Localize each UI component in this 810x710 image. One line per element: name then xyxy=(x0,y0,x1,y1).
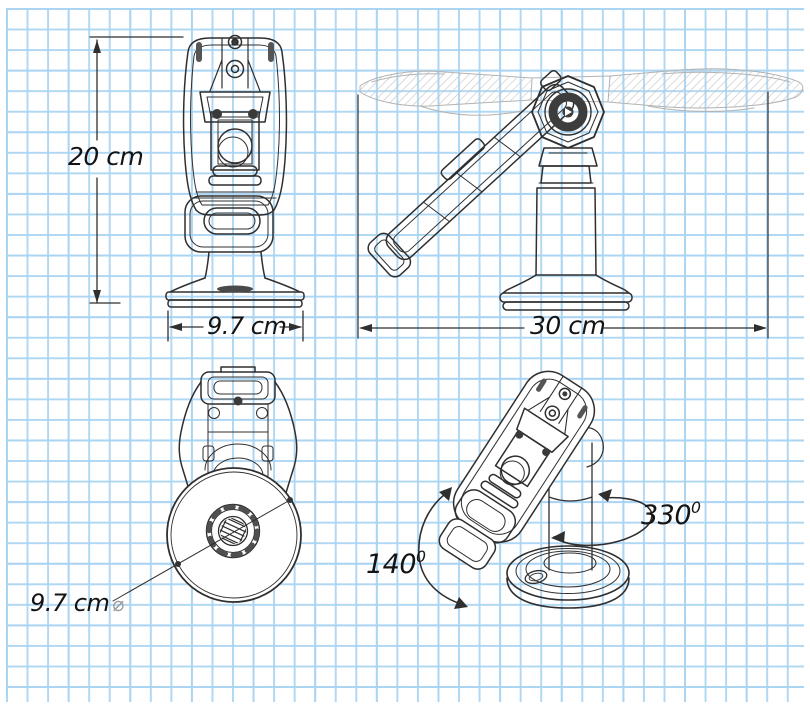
tilt-angle-value: 140 xyxy=(366,549,417,580)
side-view-drawing xyxy=(367,69,633,311)
front-width-dimension xyxy=(167,310,304,342)
diameter-symbol: ⌀ xyxy=(112,592,124,616)
swivel-arc-arrow xyxy=(551,489,653,547)
tilt-arc-arrow xyxy=(418,487,468,609)
front-view-drawing xyxy=(165,34,305,308)
side-view-ghost-range xyxy=(359,68,804,116)
top-view-drawing xyxy=(112,366,302,603)
swivel-angle-degree: 0 xyxy=(691,497,701,517)
front-height-dimension xyxy=(89,36,184,304)
base-diameter-value: 9.7 cm xyxy=(30,589,110,617)
perspective-view-drawing xyxy=(418,370,653,609)
overall-depth-dimension-label: 30 cm xyxy=(530,311,606,340)
base-diameter-label: 9.7 cm⌀ xyxy=(30,591,124,615)
swivel-angle-value: 330 xyxy=(641,500,692,531)
height-dimension-label: 20 cm xyxy=(68,142,144,171)
side-width-dimension xyxy=(357,91,769,339)
tilt-angle-degree: 0 xyxy=(416,546,426,566)
swivel-angle-label: 3300 xyxy=(641,499,701,531)
front-width-dimension-label: 9.7 cm xyxy=(207,312,287,340)
tilt-angle-label: 1400 xyxy=(366,548,426,580)
